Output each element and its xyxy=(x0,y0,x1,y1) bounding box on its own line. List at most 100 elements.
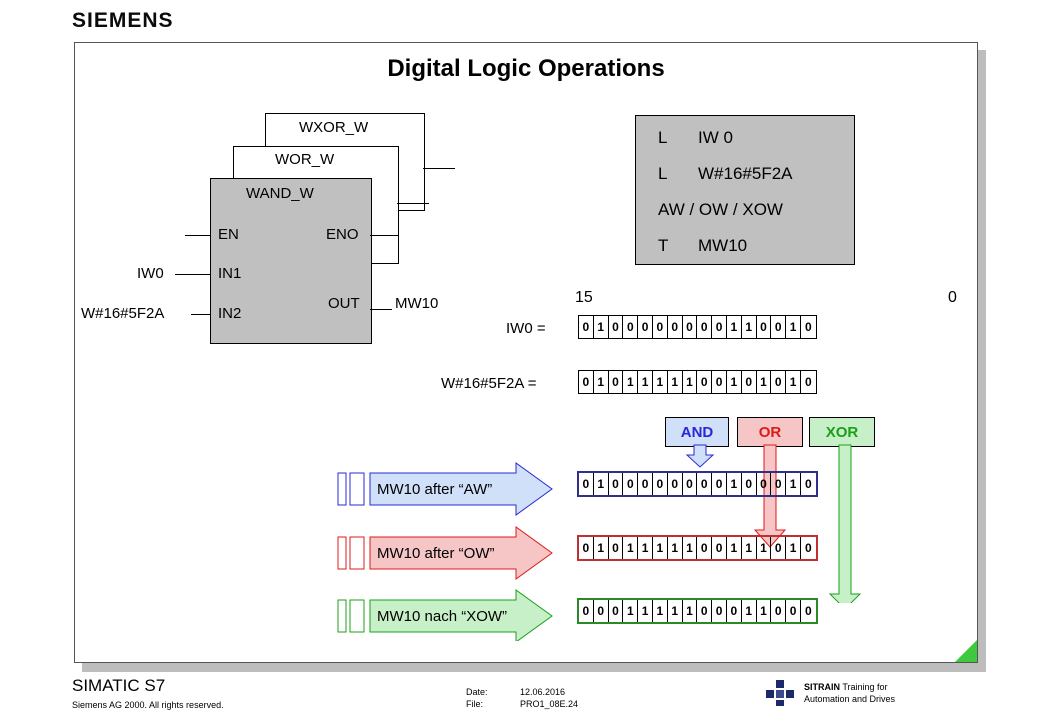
copyright: Siemens AG 2000. All rights reserved. xyxy=(72,700,224,710)
bit-cell: 0 xyxy=(638,316,653,338)
bit-cell: 0 xyxy=(609,371,624,393)
stl-arg: W#16#5F2A xyxy=(698,164,793,183)
bit-cell: 1 xyxy=(683,600,698,622)
pin-in2: IN2 xyxy=(218,305,242,322)
bit-cell: 0 xyxy=(712,537,727,559)
result-or-label: MW10 after “OW” xyxy=(377,545,495,562)
bit-cell: 0 xyxy=(712,316,727,338)
bit-cell: 0 xyxy=(757,473,772,495)
bit-cell: 0 xyxy=(697,316,713,338)
stl-op: L xyxy=(658,164,668,183)
file-label: File: xyxy=(466,699,484,709)
stl-arg: MW10 xyxy=(698,236,748,255)
bit-cell: 0 xyxy=(805,604,812,618)
bit-cell: 1 xyxy=(683,371,698,393)
bit-cell: 0 xyxy=(668,316,683,338)
bit-cell: 1 xyxy=(623,537,639,559)
bit-cell: 1 xyxy=(727,473,742,495)
bit-cell: 0 xyxy=(638,473,653,495)
bit-cell: 0 xyxy=(727,600,742,622)
sitrain-brand: SITRAIN Training for xyxy=(804,682,888,692)
product-name: SIMATIC S7 xyxy=(72,676,166,695)
result-and-label: MW10 after “AW” xyxy=(377,481,493,498)
bit-cell: 0 xyxy=(771,473,787,495)
bit-cell: 0 xyxy=(697,537,713,559)
result-arrows xyxy=(337,462,553,641)
operation-arrows xyxy=(685,444,862,603)
bit-cell: 1 xyxy=(594,371,609,393)
bit-cell: 0 xyxy=(609,316,624,338)
wxor-out-line xyxy=(423,168,455,169)
bit-cell: 0 xyxy=(697,473,713,495)
bit-index-high: 15 xyxy=(575,289,593,306)
bit-cell: 0 xyxy=(712,600,727,622)
xor-down-arrow xyxy=(828,444,862,603)
bit-cell: 1 xyxy=(623,371,639,393)
bit-cell: 0 xyxy=(742,473,757,495)
pin-out: OUT xyxy=(328,295,360,312)
bit-cell: 1 xyxy=(638,537,653,559)
bit-cell: 1 xyxy=(757,600,772,622)
slide: Digital Logic Operations WXOR_W WOR_W WA… xyxy=(74,42,978,663)
bit-cell: 0 xyxy=(805,477,812,491)
pin-in1: IN1 xyxy=(218,265,242,282)
bit-cell: 0 xyxy=(579,371,594,393)
pin-eno: ENO xyxy=(326,226,359,243)
bit-cell: 0 xyxy=(653,473,668,495)
eno-wire xyxy=(370,235,398,236)
bit-cell: 0 xyxy=(623,473,639,495)
bit-cell: 0 xyxy=(805,320,812,334)
out-operand: MW10 xyxy=(395,295,439,312)
bit-cell: 1 xyxy=(653,600,668,622)
date-label: Date: xyxy=(466,687,488,697)
bit-cell: 1 xyxy=(786,371,801,393)
bit-cell: 1 xyxy=(786,316,801,338)
bit-cell: 0 xyxy=(697,600,713,622)
bit-cell: 1 xyxy=(742,600,757,622)
bit-cell: 0 xyxy=(771,371,787,393)
wor-out-line xyxy=(397,203,429,204)
bit-cell: 0 xyxy=(594,600,609,622)
bit-cell: 1 xyxy=(786,473,801,495)
bit-cell: 0 xyxy=(609,600,624,622)
bit-cell: 1 xyxy=(668,600,683,622)
bit-cell: 0 xyxy=(579,600,594,622)
sitrain-sub1: Training for xyxy=(842,682,888,692)
bit-cell: 1 xyxy=(786,537,801,559)
wand-block xyxy=(210,178,372,344)
and-tag-label: AND xyxy=(680,423,714,441)
stl-line-2: L W#16#5F2A xyxy=(658,164,793,184)
bit-cell: 0 xyxy=(712,473,727,495)
or-tag: OR xyxy=(737,417,803,447)
iw0-label: IW0 = xyxy=(506,320,546,337)
bit-cell: 1 xyxy=(742,316,757,338)
result-xor-label: MW10 nach “XOW” xyxy=(377,608,508,625)
bit-cell: 0 xyxy=(712,371,727,393)
sitrain-sub2: Automation and Drives xyxy=(804,694,896,704)
bit-cell: 0 xyxy=(609,537,624,559)
bit-cell: 1 xyxy=(683,537,698,559)
bit-cell: 1 xyxy=(594,316,609,338)
stl-line-3: AW / OW / XOW xyxy=(658,200,783,220)
bit-cell: 0 xyxy=(579,537,594,559)
bit-cell: 1 xyxy=(668,537,683,559)
bit-cell: 1 xyxy=(727,537,742,559)
bit-cell: 1 xyxy=(653,371,668,393)
date-value: 12.06.2016 xyxy=(520,687,566,697)
slide-title: Digital Logic Operations xyxy=(387,55,665,82)
and-tag: AND xyxy=(665,417,729,447)
bit-cell: 0 xyxy=(668,473,683,495)
out-wire xyxy=(370,309,392,310)
wxor-label: WXOR_W xyxy=(299,119,369,136)
bit-cell: 0 xyxy=(683,473,698,495)
in1-wire xyxy=(175,274,210,275)
xor-tag-label: XOR xyxy=(825,423,859,441)
bit-cell: 0 xyxy=(579,316,594,338)
and-down-arrow xyxy=(685,444,715,468)
bit-cell: 0 xyxy=(771,316,787,338)
